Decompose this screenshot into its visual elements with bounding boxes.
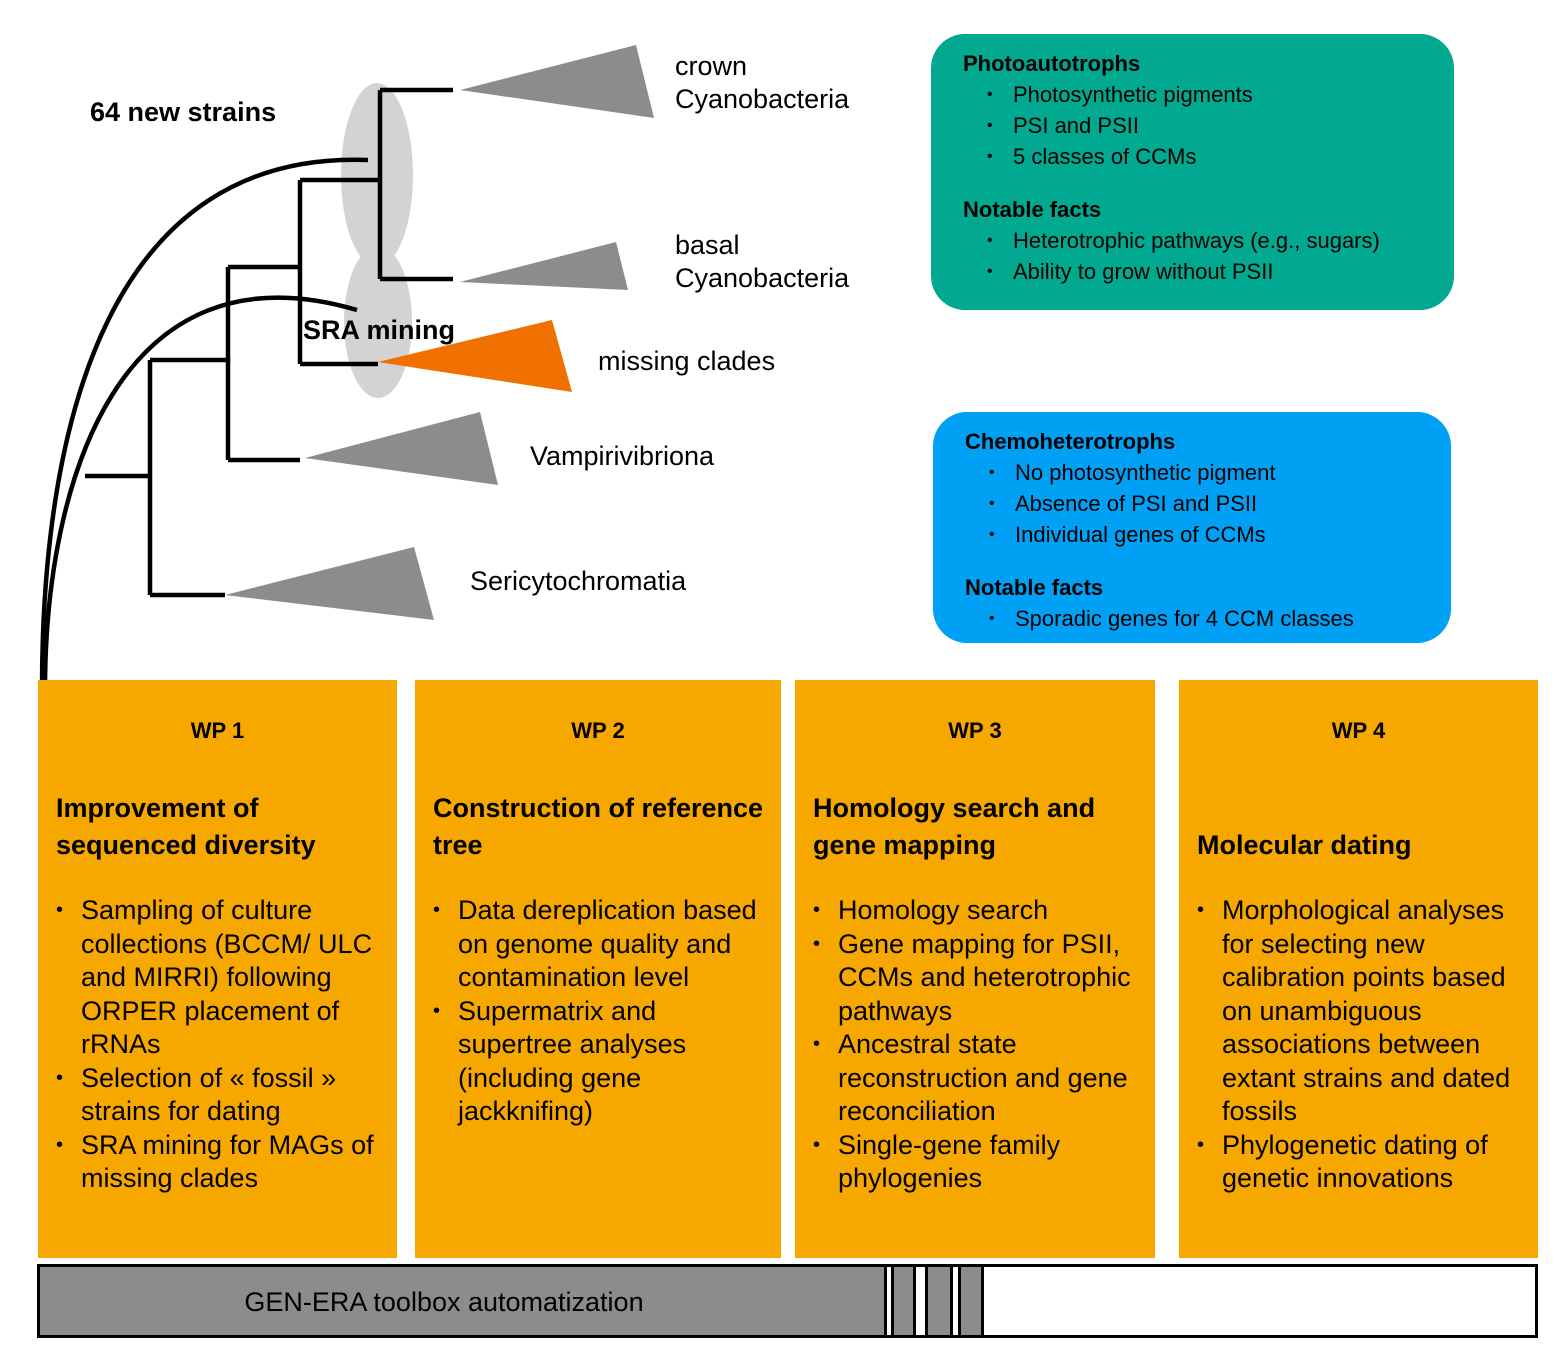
- basal-clade-triangle: [460, 242, 628, 290]
- photo-notable-facts-heading: Notable facts: [963, 197, 1102, 222]
- toolbox-segment: [958, 1267, 984, 1335]
- chemo-notable-facts-list: Sporadic genes for 4 CCM classes: [965, 603, 1431, 634]
- wp-title: Molecular dating: [1197, 830, 1412, 860]
- list-item: No photosynthetic pigment: [987, 457, 1431, 488]
- vampirivibriona-label: Vampirivibriona: [530, 441, 715, 471]
- wp1-connector-curves: [39, 157, 369, 691]
- sericytochromatia-label: Sericytochromatia: [470, 566, 687, 596]
- list-item: SRA mining for MAGs of missing clades: [56, 1129, 391, 1196]
- list-item: Absence of PSI and PSII: [987, 488, 1431, 519]
- chemo-notable-facts-heading: Notable facts: [965, 575, 1104, 600]
- list-item: Ability to grow without PSII: [985, 256, 1434, 287]
- wp-id: WP 3: [948, 718, 1002, 743]
- wp-title: Homology search and gene mapping: [813, 793, 1096, 860]
- list-item: Single-gene family phylogenies: [813, 1129, 1149, 1196]
- list-item: Individual genes of CCMs: [987, 519, 1431, 550]
- wp-id: WP 1: [190, 718, 245, 743]
- serico-clade-triangle: [225, 547, 434, 620]
- photoautotrophs-box: Photoautotrophs Photosynthetic pigments …: [931, 34, 1454, 310]
- work-package-4: WP 4 Molecular dating Morphological anal…: [1179, 680, 1538, 1258]
- missing-clades-label: missing clades: [598, 346, 776, 376]
- list-item: Gene mapping for PSII, CCMs and heterotr…: [813, 928, 1149, 1029]
- work-package-1: WP 1 Improvement of sequenced diversity …: [38, 680, 397, 1258]
- list-item: Morphological analyses for selecting new…: [1197, 894, 1532, 1129]
- wp-title: Construction of reference tree: [433, 793, 764, 860]
- work-package-2: WP 2 Construction of reference tree Data…: [415, 680, 781, 1258]
- work-package-3: WP 3 Homology search and gene mapping Ho…: [795, 680, 1155, 1258]
- wp-id: WP 2: [571, 718, 625, 743]
- list-item: Phylogenetic dating of genetic innovatio…: [1197, 1129, 1532, 1196]
- list-item: Supermatrix and supertree analyses (incl…: [433, 995, 775, 1129]
- list-item: 5 classes of CCMs: [985, 141, 1434, 172]
- crown-clade-triangle: [460, 45, 654, 118]
- phylogenetic-tree: [39, 45, 654, 691]
- list-item: Sampling of culture collections (BCCM/ U…: [56, 894, 391, 1062]
- list-item: Ancestral state reconstruction and gene …: [813, 1028, 1149, 1129]
- toolbox-progress-bar: GEN-ERA toolbox automatization: [37, 1264, 1538, 1338]
- list-item: PSI and PSII: [985, 110, 1434, 141]
- list-item: Heterotrophic pathways (e.g., sugars): [985, 225, 1434, 256]
- crown-cyanobacteria-label: crown Cyanobacteria: [675, 51, 850, 114]
- sra-mining-label: SRA mining: [303, 315, 455, 345]
- wp-bullets: Sampling of culture collections (BCCM/ U…: [56, 894, 391, 1196]
- missing-clade-triangle: [378, 320, 572, 392]
- list-item: Selection of « fossil » strains for dati…: [56, 1062, 391, 1129]
- list-item: Photosynthetic pigments: [985, 79, 1434, 110]
- wp-bullets: Homology search Gene mapping for PSII, C…: [813, 894, 1149, 1196]
- photo-notable-facts-list: Heterotrophic pathways (e.g., sugars) Ab…: [963, 225, 1434, 287]
- list-item: Sporadic genes for 4 CCM classes: [987, 603, 1431, 634]
- toolbox-segment: [891, 1267, 916, 1335]
- chemoheterotrophs-box: Chemoheterotrophs No photosynthetic pigm…: [933, 412, 1451, 643]
- vampiri-clade-triangle: [305, 412, 498, 485]
- tree-branches: [85, 87, 453, 598]
- toolbox-label: GEN-ERA toolbox automatization: [244, 1287, 644, 1317]
- wp-id: WP 4: [1331, 718, 1386, 743]
- basal-cyanobacteria-label: basal Cyanobacteria: [675, 230, 850, 293]
- chemoheterotrophs-list: No photosynthetic pigment Absence of PSI…: [965, 457, 1431, 550]
- list-item: Homology search: [813, 894, 1149, 928]
- wp-bullets: Data dereplication based on genome quali…: [433, 894, 775, 1129]
- photoautotrophs-heading: Photoautotrophs: [963, 51, 1141, 76]
- wp-title: Improvement of sequenced diversity: [56, 793, 316, 860]
- new-strains-label: 64 new strains: [90, 97, 277, 127]
- photoautotrophs-list: Photosynthetic pigments PSI and PSII 5 c…: [963, 79, 1434, 172]
- chemoheterotrophs-heading: Chemoheterotrophs: [965, 429, 1176, 454]
- crown-node-ellipse: [341, 83, 413, 267]
- toolbox-segment: [925, 1267, 953, 1335]
- list-item: Data dereplication based on genome quali…: [433, 894, 775, 995]
- toolbox-progress-fill: [40, 1267, 887, 1335]
- wp-bullets: Morphological analyses for selecting new…: [1197, 894, 1532, 1196]
